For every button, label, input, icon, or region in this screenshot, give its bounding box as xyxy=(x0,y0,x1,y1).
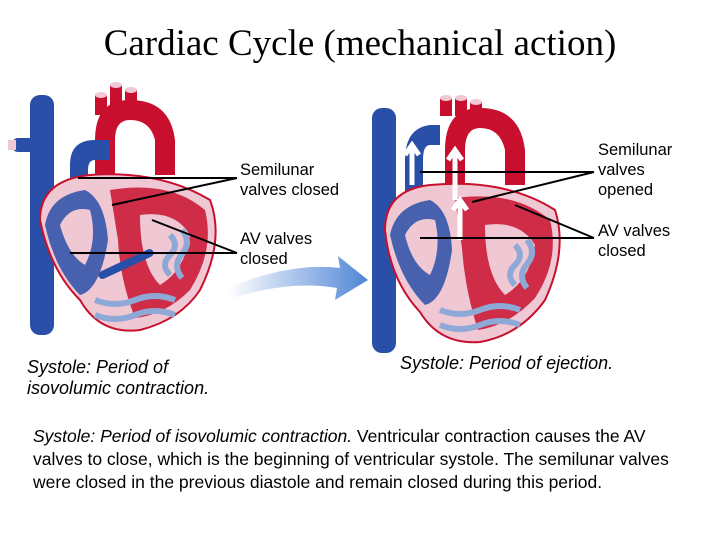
caption-ejection: Systole: Period of ejection. xyxy=(400,353,613,374)
heart-illustration-isovolumic xyxy=(8,82,216,335)
label-av-valves-closed-left: AV valves closed xyxy=(240,229,312,269)
heart-illustration-ejection xyxy=(372,95,560,353)
description-paragraph: Systole: Period of isovolumic contractio… xyxy=(33,425,683,494)
description-lead: Systole: Period of isovolumic contractio… xyxy=(33,426,352,446)
label-av-valves-closed-right: AV valves closed xyxy=(598,221,670,261)
label-semilunar-valves-closed: Semilunar valves closed xyxy=(240,160,339,200)
caption-isovolumic: Systole: Period of isovolumic contractio… xyxy=(27,357,209,399)
label-semilunar-valves-opened: Semilunar valves opened xyxy=(598,140,672,200)
